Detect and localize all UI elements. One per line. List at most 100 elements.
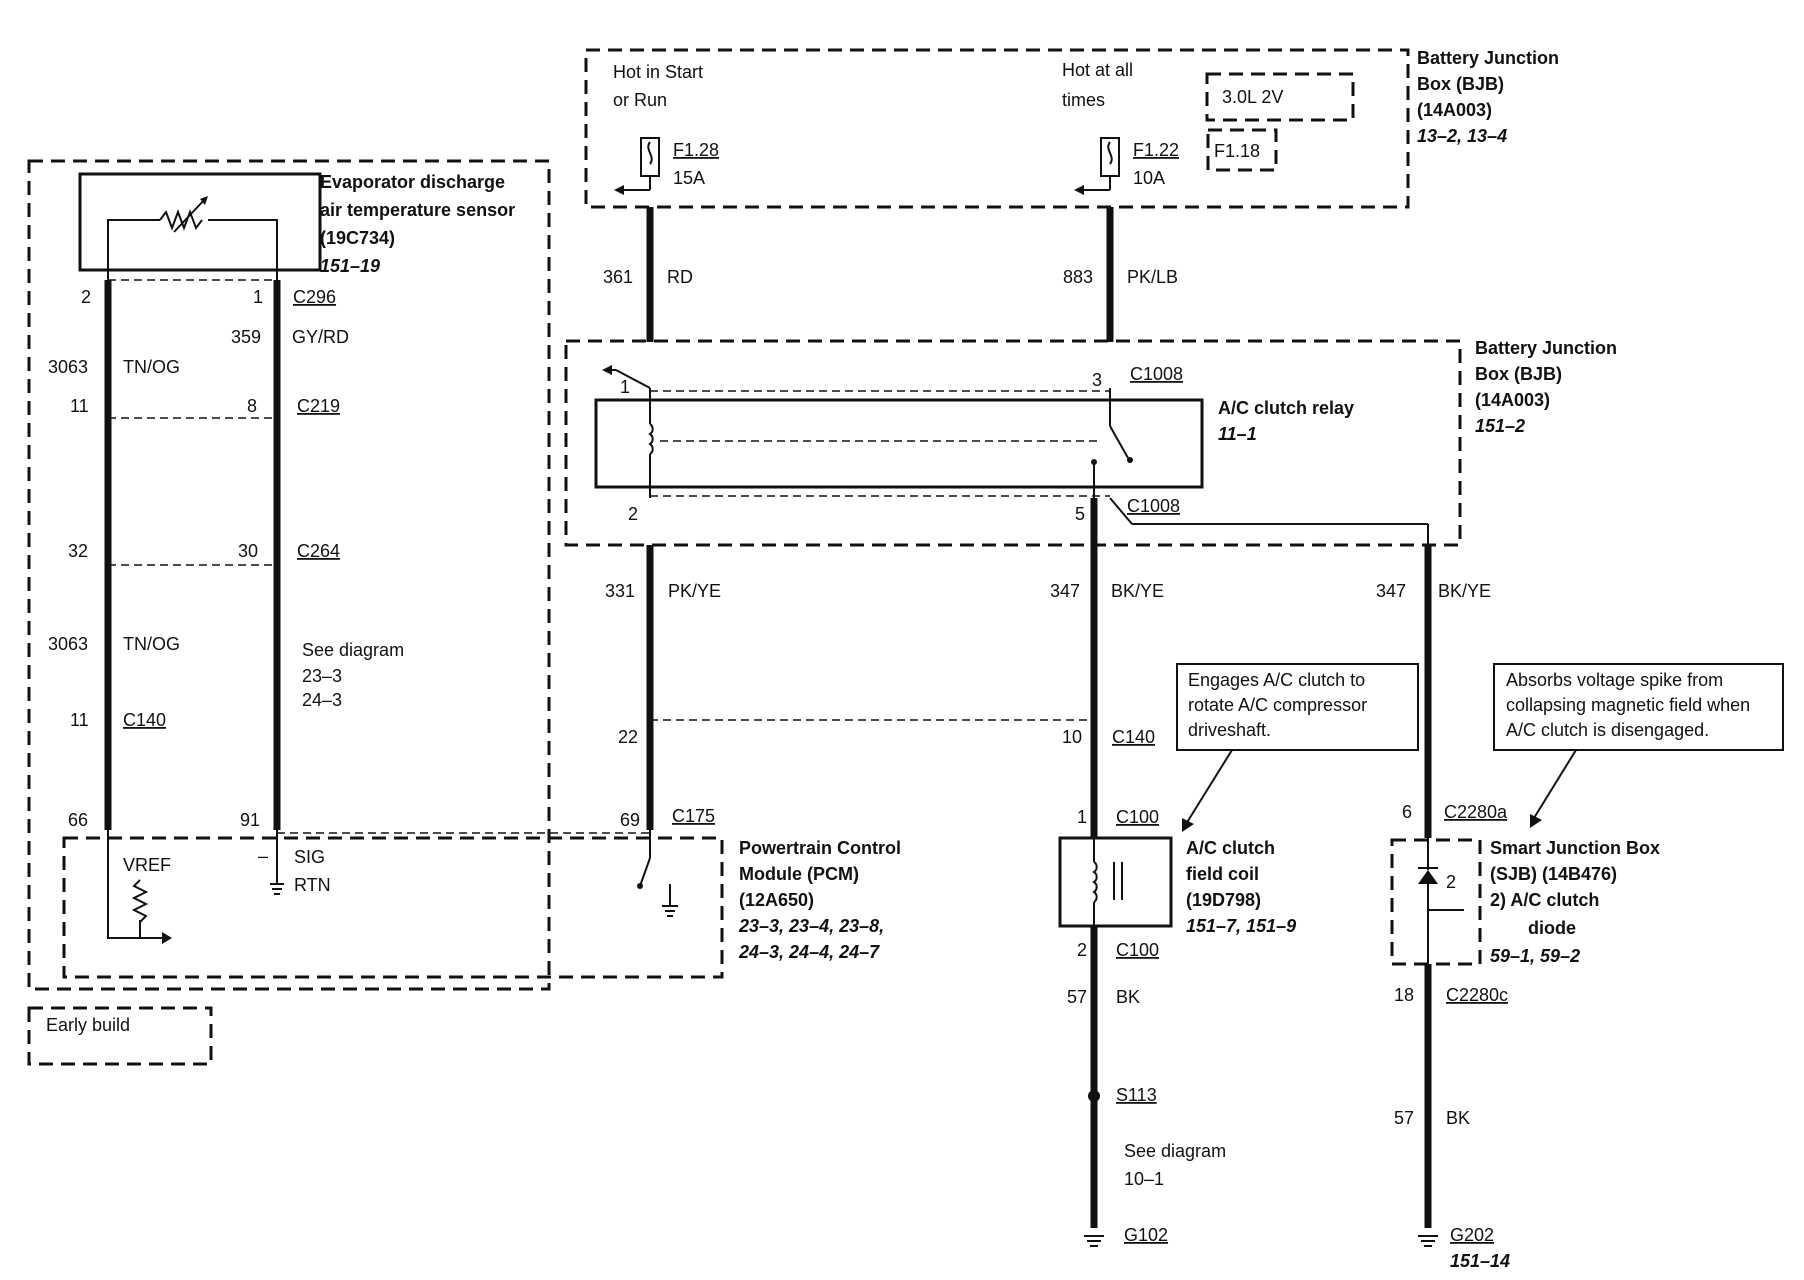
see-ref1-left: 23–3 (302, 666, 342, 686)
color-rd: RD (667, 267, 693, 287)
sjb-note3: A/C clutch is disengaged. (1506, 720, 1709, 740)
pin-10: 10 (1062, 727, 1082, 747)
circuit-359: 359 (231, 327, 261, 347)
sjb-diode-num: 2 (1446, 872, 1456, 892)
relay-pin3: 3 (1092, 370, 1102, 390)
sjb-title2: (SJB) (14B476) (1490, 864, 1617, 884)
conn-c296: C296 (293, 287, 336, 307)
pcm-title2: Module (PCM) (739, 864, 859, 884)
sensor-part: (19C734) (320, 228, 395, 248)
fuse-f118-name: F1.18 (1214, 141, 1260, 161)
sensor-refs: 151–19 (320, 256, 380, 276)
clutch-color-bk: BK (1116, 987, 1140, 1007)
svg-text:–: – (258, 846, 268, 866)
fuse-f128-name: F1.28 (673, 140, 719, 160)
fuse-f122-name: F1.22 (1133, 140, 1179, 160)
bjb-top-part: (14A003) (1417, 100, 1492, 120)
bjb-top-title2: Box (BJB) (1417, 74, 1504, 94)
color-bkye-a: BK/YE (1111, 581, 1164, 601)
fuse-f118-box (1206, 128, 1278, 172)
early-build-region (27, 159, 551, 991)
sensor-body (78, 172, 322, 272)
clutch-note3: driveshaft. (1188, 720, 1271, 740)
pcm-part: (12A650) (739, 890, 814, 910)
lower-center-wires: 331 PK/YE 347 BK/YE 347 BK/YE 22 10 C140 (605, 498, 1491, 838)
diode-icon (1418, 870, 1438, 884)
clutch-coil-body (1058, 836, 1173, 928)
pcm-pin-69: 69 (620, 810, 640, 830)
sjb-item: 2) A/C clutch (1490, 890, 1599, 910)
bjb-relay-refs: 151–2 (1475, 416, 1525, 436)
clutch-coil-icon (1092, 861, 1098, 903)
pin-11-b: 11 (70, 710, 89, 730)
circuit-361: 361 (603, 267, 633, 287)
clutch-c100-top: C100 (1116, 807, 1159, 827)
early-build-label: Early build (46, 1015, 130, 1035)
fuse-f122-element (1107, 141, 1113, 165)
relay-conn-top: C1008 (1130, 364, 1183, 384)
pcm-refs1: 23–3, 23–4, 23–8, (738, 916, 884, 936)
circuit-883: 883 (1063, 267, 1093, 287)
clutch-note2: rotate A/C compressor (1188, 695, 1367, 715)
pcm-group: VREF – SIG RTN 69 C175 Powertrain Contro… (62, 806, 901, 979)
conn-c140-center: C140 (1112, 727, 1155, 747)
clutch-group: Engages A/C clutch to rotate A/C compres… (1058, 663, 1419, 1247)
circuit-347-a: 347 (1050, 581, 1080, 601)
clutch-note-box (1176, 663, 1419, 751)
color-tnog-a: TN/OG (123, 357, 180, 377)
relay-pin1: 1 (620, 377, 630, 397)
conn-c264: C264 (297, 541, 340, 561)
bjb-relay-group: 1 3 C1008 2 5 C1008 A/C clutch relay 11–… (564, 338, 1617, 547)
arrow-right-icon (162, 932, 172, 944)
fuse-f128-element (647, 141, 653, 165)
pcm-vref: VREF (123, 855, 171, 875)
sjb-color-bk: BK (1446, 1108, 1470, 1128)
hot-start-line1: Hot in Start (613, 62, 703, 82)
clutch-title1: A/C clutch (1186, 838, 1275, 858)
clutch-circuit-57: 57 (1067, 987, 1087, 1007)
clutch-part: (19D798) (1186, 890, 1261, 910)
ground-g202-ref: 151–14 (1450, 1251, 1510, 1271)
relay-body (594, 398, 1204, 489)
see-diagram-left: See diagram (302, 640, 404, 660)
hot-start-line2: or Run (613, 90, 667, 110)
color-pkye: PK/YE (668, 581, 721, 601)
thermistor-icon (159, 209, 203, 231)
see-ref2-left: 24–3 (302, 690, 342, 710)
fuse-f122-amp: 10A (1133, 168, 1165, 188)
relay-pin5: 5 (1075, 504, 1085, 524)
pcm-refs2: 24–3, 24–4, 24–7 (738, 942, 880, 962)
clutch-pin-1: 1 (1077, 807, 1087, 827)
clutch-see-diagram: See diagram (1124, 1141, 1226, 1161)
early-build-box (27, 1006, 213, 1066)
color-tnog-b: TN/OG (123, 634, 180, 654)
circuit-331: 331 (605, 581, 635, 601)
conn-c140-left: C140 (123, 710, 166, 730)
sensor-title2: air temperature sensor (320, 200, 515, 220)
bjb-relay-title1: Battery Junction (1475, 338, 1617, 358)
clutch-see-ref: 10–1 (1124, 1169, 1164, 1189)
variant-box (1205, 72, 1355, 122)
pointer-arrow-icon (1530, 814, 1542, 828)
center-wires: 361 RD 883 PK/LB (603, 207, 1178, 342)
color-gyrd: GY/RD (292, 327, 349, 347)
circuit-3063-a: 3063 (48, 357, 88, 377)
sensor-title1: Evaporator discharge (320, 172, 505, 192)
circuit-3063-b: 3063 (48, 634, 88, 654)
color-pklb: PK/LB (1127, 267, 1178, 287)
pin-11-a: 11 (70, 396, 89, 416)
pcm-box (62, 836, 724, 979)
relay-name: A/C clutch relay (1218, 398, 1354, 418)
sjb-c2280a: C2280a (1444, 802, 1508, 822)
relay-ref: 11–1 (1218, 424, 1257, 444)
bjb-relay-box (564, 339, 1462, 547)
bjb-top-group: Hot in Start or Run Hot at all times 3.0… (584, 48, 1559, 209)
pcm-sig: SIG (294, 847, 325, 867)
pointer-arrow-icon (1182, 818, 1194, 832)
variant-label: 3.0L 2V (1222, 87, 1283, 107)
arrow-left-icon (1074, 185, 1084, 195)
pin-30: 30 (238, 541, 258, 561)
bjb-top-refs: 13–2, 13–4 (1417, 126, 1507, 146)
conn-c219: C219 (297, 396, 340, 416)
